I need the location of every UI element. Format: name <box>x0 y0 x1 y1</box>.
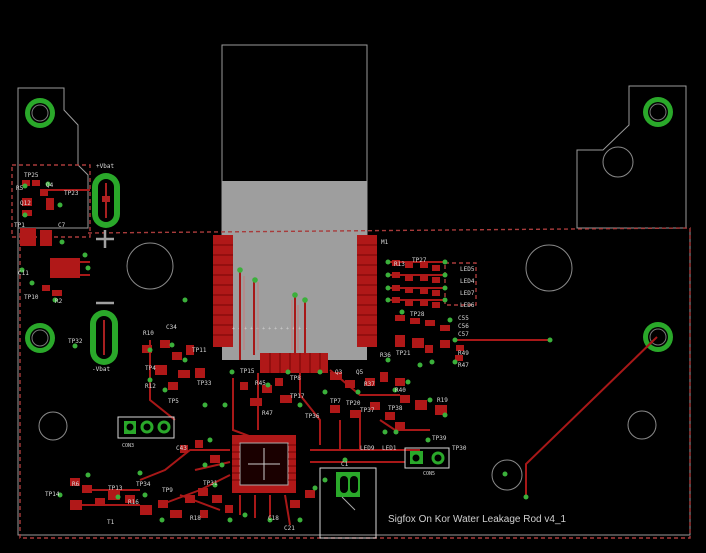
svg-text:TP34: TP34 <box>136 481 151 488</box>
svg-text:C43: C43 <box>176 445 187 452</box>
svg-text:R47: R47 <box>458 362 469 369</box>
svg-text:LED5: LED5 <box>460 266 475 273</box>
component-labels: +Vbat -Vbat TP25 Q4 R5 Q12 TP23 TP1 C7 C… <box>14 163 475 532</box>
svg-text:TP11: TP11 <box>192 347 207 354</box>
label-con-right: CON5 <box>423 471 435 477</box>
svg-text:C11: C11 <box>18 270 29 277</box>
svg-text:TP17: TP17 <box>290 393 305 400</box>
svg-text:TP8: TP8 <box>290 375 301 382</box>
svg-text:TP14: TP14 <box>45 491 60 498</box>
svg-text:R2: R2 <box>55 298 63 305</box>
svg-text:T1: T1 <box>107 519 115 526</box>
svg-text:Q5: Q5 <box>356 369 364 376</box>
svg-text:C1: C1 <box>341 461 349 468</box>
svg-text:TP9: TP9 <box>162 487 173 494</box>
svg-text:TP38: TP38 <box>388 405 403 412</box>
svg-text:TP37: TP37 <box>360 407 375 414</box>
svg-text:R5: R5 <box>16 185 24 192</box>
svg-text:TP23: TP23 <box>64 190 79 197</box>
svg-text:-Vbat: -Vbat <box>92 366 110 373</box>
connector-bottom <box>319 467 377 539</box>
svg-text:+ + + + +: + + + + + <box>280 326 307 332</box>
svg-text:C56: C56 <box>458 323 469 330</box>
mounting-holes <box>25 97 673 353</box>
svg-text:TP30: TP30 <box>452 445 467 452</box>
battery-pad-top <box>92 173 120 228</box>
svg-text:Q12: Q12 <box>20 200 31 207</box>
microcontroller-ic <box>232 435 296 493</box>
svg-text:TP32: TP32 <box>68 338 83 345</box>
label-con-left: CON3 <box>122 443 134 449</box>
svg-text:R36: R36 <box>380 352 391 359</box>
svg-text:TP4: TP4 <box>145 365 156 372</box>
svg-text:R10: R10 <box>143 330 154 337</box>
svg-text:R47: R47 <box>262 410 273 417</box>
svg-text:R45: R45 <box>255 380 266 387</box>
svg-text:TP27: TP27 <box>412 257 427 264</box>
label-m1: M1 <box>381 239 389 246</box>
svg-text:C55: C55 <box>458 315 469 322</box>
svg-text:TP31: TP31 <box>203 480 218 487</box>
smd-pads <box>20 180 464 518</box>
svg-text:TP28: TP28 <box>410 311 425 318</box>
svg-text:LED7: LED7 <box>460 290 475 297</box>
polarity-marks <box>96 230 114 305</box>
svg-text:TP1: TP1 <box>14 222 25 229</box>
board-title: Sigfox On Kor Water Leakage Rod v4_1 <box>388 514 567 525</box>
svg-text:R40: R40 <box>395 387 406 394</box>
svg-text:TP20: TP20 <box>346 400 361 407</box>
svg-text:TP13: TP13 <box>108 485 123 492</box>
svg-text:TP21: TP21 <box>396 350 411 357</box>
svg-text:TP25: TP25 <box>24 172 39 179</box>
svg-text:R19: R19 <box>437 397 448 404</box>
svg-text:Q4: Q4 <box>46 182 54 189</box>
svg-text:R6: R6 <box>72 481 80 488</box>
svg-text:C18: C18 <box>268 515 279 522</box>
svg-text:TP10: TP10 <box>24 294 39 301</box>
svg-text:LED1: LED1 <box>382 445 397 452</box>
svg-text:C57: C57 <box>458 331 469 338</box>
svg-text:TP33: TP33 <box>197 380 212 387</box>
svg-text:Q3: Q3 <box>335 369 343 376</box>
svg-text:R13: R13 <box>394 261 405 268</box>
svg-text:TP15: TP15 <box>240 368 255 375</box>
svg-text:TP7: TP7 <box>330 398 341 405</box>
module-m1: + + + + + + + + + + + + + M1 <box>213 235 389 373</box>
svg-text:R49: R49 <box>458 350 469 357</box>
svg-text:LED6: LED6 <box>460 302 475 309</box>
svg-text:TP36: TP36 <box>305 413 320 420</box>
svg-text:LED9: LED9 <box>360 445 375 452</box>
svg-text:C34: C34 <box>166 324 177 331</box>
svg-text:LED4: LED4 <box>460 278 475 285</box>
vias <box>19 181 553 523</box>
svg-text:TP5: TP5 <box>168 398 179 405</box>
svg-text:+Vbat: +Vbat <box>96 163 114 170</box>
svg-text:R18: R18 <box>190 515 201 522</box>
thin-traces <box>243 276 299 350</box>
battery-pad-bottom <box>90 310 118 365</box>
connector-left: CON3 <box>117 416 175 449</box>
svg-text:C21: C21 <box>284 525 295 532</box>
svg-text:TP39: TP39 <box>432 435 447 442</box>
svg-text:R12: R12 <box>145 383 156 390</box>
svg-text:R16: R16 <box>128 499 139 506</box>
svg-text:R37: R37 <box>364 381 375 388</box>
connector-right: CON5 <box>404 447 450 477</box>
svg-text:C7: C7 <box>58 222 66 229</box>
drill-circles <box>38 146 657 491</box>
